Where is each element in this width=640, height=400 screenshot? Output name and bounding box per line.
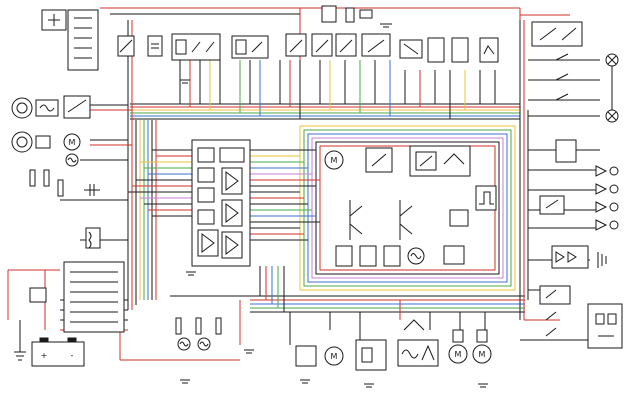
motor-center-top: M	[324, 150, 344, 170]
control-module	[191, 139, 251, 267]
sensor-group-bottom	[175, 317, 222, 351]
amplifier-right	[551, 245, 607, 269]
fuse-block-main	[63, 261, 125, 333]
transistor-array-center	[335, 200, 413, 267]
indicator-lamps-right	[595, 165, 619, 231]
capacitor-left	[84, 184, 100, 196]
relay-group-b	[171, 33, 221, 61]
connector-block-top	[399, 37, 499, 63]
ground-symbol-left	[14, 320, 26, 361]
speaker-sensor-2	[11, 131, 51, 153]
speaker-sensor-1	[11, 97, 59, 119]
resistor-network-left	[29, 169, 64, 197]
relay-group-a	[117, 35, 163, 57]
ac-source-center	[407, 247, 425, 265]
motor-left: M	[63, 133, 81, 151]
relay-top-small	[321, 5, 373, 23]
switch-group-right-bottom	[539, 285, 571, 337]
connector-right-bottom	[587, 303, 623, 349]
svg-text:M: M	[479, 350, 486, 359]
svg-text:M: M	[331, 352, 338, 361]
signal-switch-right	[539, 139, 577, 215]
motor-pair-bottom-right: M M	[448, 329, 492, 364]
svg-text:M: M	[69, 138, 76, 147]
battery: + -	[31, 337, 85, 367]
relay-center-right	[443, 209, 469, 265]
relay-bottom-center	[355, 339, 387, 371]
svg-text:+: +	[41, 351, 48, 360]
svg-text:-: -	[71, 351, 74, 360]
ac-source-left	[65, 153, 79, 167]
switch-box-center	[409, 145, 471, 177]
waveform-block-bottom	[397, 319, 439, 367]
coil-left	[85, 227, 101, 249]
relay-left-bottom	[29, 287, 47, 303]
main-switch	[41, 9, 67, 31]
pulse-generator	[475, 185, 497, 211]
svg-text:M: M	[455, 350, 462, 359]
relay-center	[365, 147, 393, 173]
relay-group-c	[231, 35, 269, 59]
fuse-block-top	[67, 9, 99, 71]
ground-symbols	[180, 23, 488, 388]
svg-text:M: M	[331, 156, 338, 165]
motor-bottom-left: M	[295, 345, 344, 367]
relay-group-d	[285, 33, 391, 57]
crank-sensor	[63, 95, 91, 119]
lamp-array-right	[531, 21, 619, 123]
